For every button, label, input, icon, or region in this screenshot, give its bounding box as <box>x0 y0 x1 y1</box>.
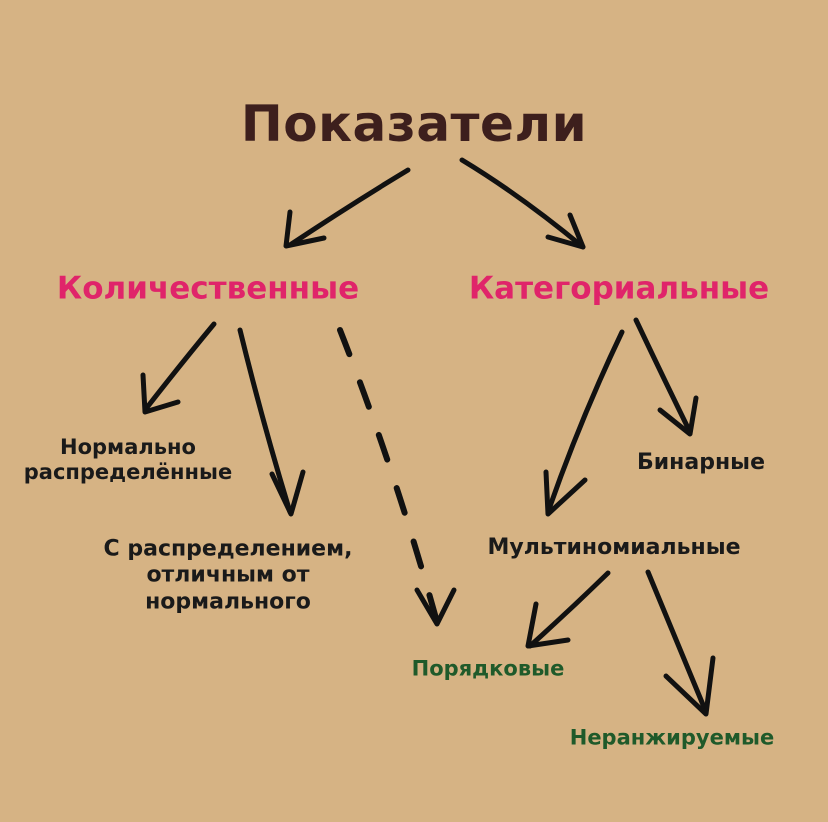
arrow-quantitative-to-normal <box>140 321 217 415</box>
normal-distribution-node: Нормально распределённые <box>23 434 233 484</box>
multinomial-node: Мультиномиальные <box>487 534 741 560</box>
quantitative-node: Количественные <box>56 270 360 307</box>
root-node-title: Показатели <box>240 95 588 153</box>
arrow-multinomial-to-ordinal <box>525 570 611 649</box>
categorical-node: Категориальные <box>468 270 770 307</box>
binary-node: Бинарные <box>637 449 765 475</box>
arrow-quantitative-to-nonnormal <box>237 327 306 517</box>
arrow-categorical-to-multinomial <box>543 329 625 517</box>
arrow-categorical-to-binary <box>633 317 699 437</box>
arrow-multinomial-to-nominal <box>645 569 716 717</box>
ordinal-node: Порядковые <box>411 656 565 681</box>
arrow-quantitative-to-ordinal-dashed <box>337 327 457 627</box>
nominal-node: Неранжируемые <box>569 725 775 750</box>
non-normal-distribution-node: С распределением, отличным от нормальног… <box>103 536 353 615</box>
arrow-root-to-categorical <box>459 157 586 250</box>
arrow-root-to-quantitative <box>283 167 411 249</box>
